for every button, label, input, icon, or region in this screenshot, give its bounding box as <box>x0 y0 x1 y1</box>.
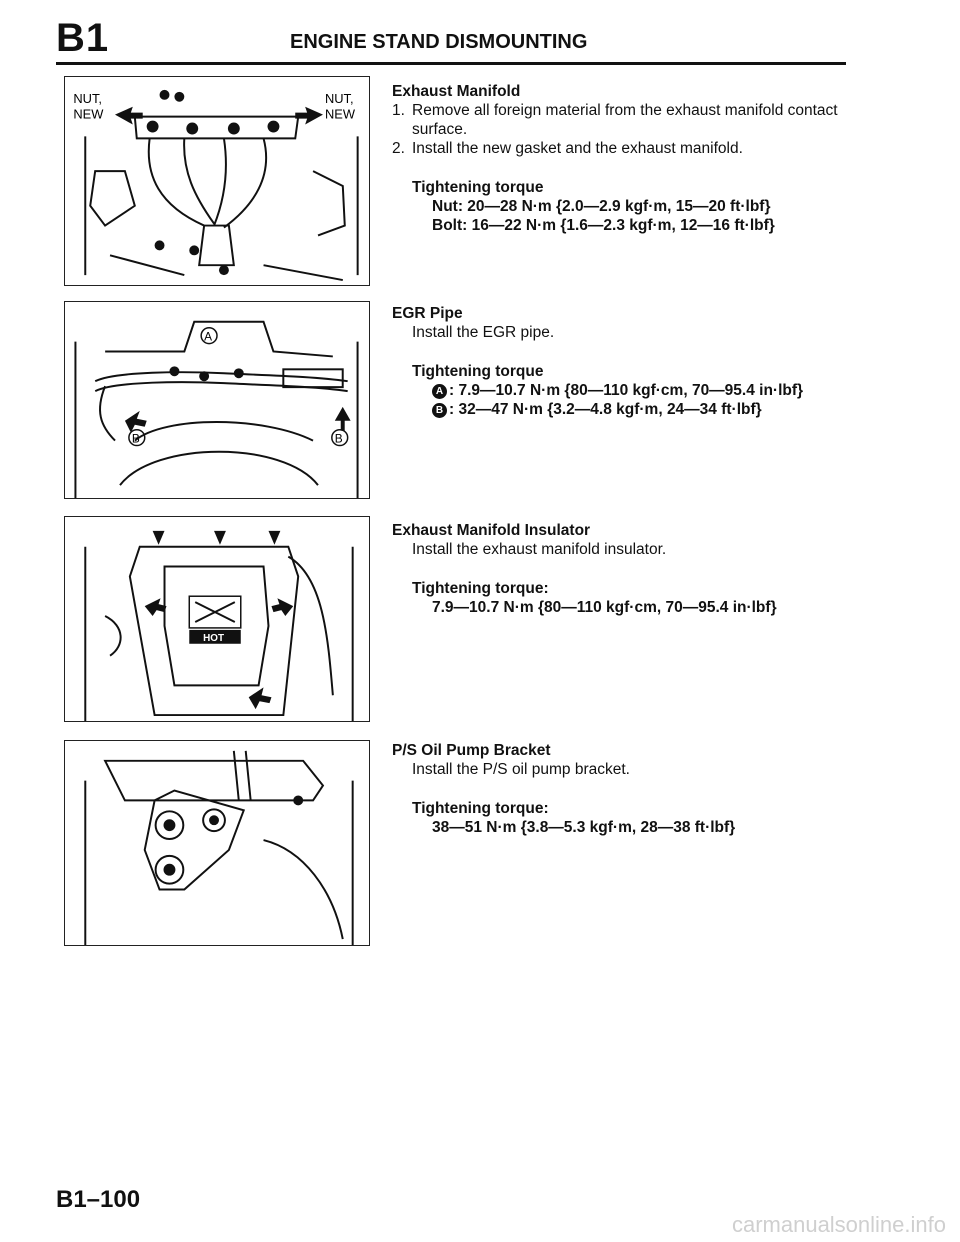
torque-spec: Bolt: 16—22 N·m {1.6—2.3 kgf·m, 12—16 ft… <box>432 217 775 234</box>
ps-oil-pump-bracket-illustration <box>84 750 354 945</box>
instruction-text: Install the P/S oil pump bracket. <box>412 761 630 778</box>
callout-b-badge: B <box>432 403 447 418</box>
callout-b-label-right: B <box>335 432 343 446</box>
torque-spec: 38—51 N·m {3.8—5.3 kgf·m, 28—38 ft·lbf} <box>432 819 736 836</box>
torque-spec: Nut: 20—28 N·m {2.0—2.9 kgf·m, 15—20 ft·… <box>432 198 771 215</box>
ps-oil-pump-bracket-section: P/S Oil Pump Bracket Install the P/S oil… <box>392 741 852 837</box>
callout-b-circle-left <box>128 428 146 447</box>
callout-a-circle <box>200 326 218 345</box>
callout-b-circle-right <box>331 428 349 447</box>
torque-spec-text: : 7.9—10.7 N·m {80—110 kgf·cm, 70—95.4 i… <box>449 382 804 399</box>
new-label-right: NEW <box>325 107 356 122</box>
section-heading: P/S Oil Pump Bracket <box>392 742 551 759</box>
exhaust-manifold-illustration: NUT, NEW NUT, NEW <box>73 89 359 282</box>
step-number: 2. <box>392 140 405 157</box>
header-rule <box>56 62 846 65</box>
nut-label-right: NUT, <box>325 91 354 106</box>
torque-label: Tightening torque <box>412 179 544 196</box>
page-title: ENGINE STAND DISMOUNTING <box>290 31 588 53</box>
ps-oil-pump-bracket-figure <box>64 740 370 946</box>
step-item: 1. Remove all foreign material from the … <box>392 101 852 139</box>
exhaust-manifold-section: Exhaust Manifold 1. Remove all foreign m… <box>392 82 852 235</box>
egr-pipe-illustration: A B B <box>74 320 359 498</box>
torque-spec: A: 7.9—10.7 N·m {80—110 kgf·cm, 70—95.4 … <box>392 381 852 400</box>
section-heading: Exhaust Manifold <box>392 83 521 100</box>
watermark: carmanualsonline.info <box>731 1212 946 1237</box>
torque-label: Tightening torque: <box>412 580 549 597</box>
exhaust-manifold-insulator-illustration: HOT <box>84 530 354 721</box>
exhaust-manifold-insulator-figure: HOT <box>64 516 370 722</box>
callout-a-badge: A <box>432 384 447 399</box>
egr-pipe-section: EGR Pipe Install the EGR pipe. Tightenin… <box>392 304 852 419</box>
hot-label: HOT <box>203 633 224 644</box>
callout-b-label-left: B <box>132 432 140 446</box>
new-label-left: NEW <box>73 107 104 122</box>
step-list: 1. Remove all foreign material from the … <box>392 101 852 158</box>
section-heading: Exhaust Manifold Insulator <box>392 522 591 539</box>
instruction-text: Install the EGR pipe. <box>412 324 555 341</box>
exhaust-manifold-figure: NUT, NEW NUT, NEW <box>64 76 370 286</box>
torque-label: Tightening torque <box>412 363 544 380</box>
egr-pipe-figure: A B B <box>64 301 370 499</box>
torque-spec-text: : 32—47 N·m {3.2—4.8 kgf·m, 24—34 ft·lbf… <box>449 401 762 418</box>
nut-label-left: NUT, <box>73 91 102 106</box>
instruction-text: Install the exhaust manifold insulator. <box>412 541 667 558</box>
section-heading: EGR Pipe <box>392 305 463 322</box>
step-text: Remove all foreign material from the exh… <box>412 102 838 138</box>
section-code: B1 <box>56 16 110 60</box>
step-number: 1. <box>392 102 405 119</box>
torque-label: Tightening torque: <box>412 800 549 817</box>
exhaust-manifold-insulator-section: Exhaust Manifold Insulator Install the e… <box>392 521 852 617</box>
torque-spec: B: 32—47 N·m {3.2—4.8 kgf·m, 24—34 ft·lb… <box>392 400 852 419</box>
callout-a-label: A <box>204 330 212 344</box>
page-number: B1–100 <box>56 1186 141 1213</box>
torque-spec: 7.9—10.7 N·m {80—110 kgf·cm, 70—95.4 in·… <box>432 599 777 616</box>
step-item: 2. Install the new gasket and the exhaus… <box>392 139 852 158</box>
step-text: Install the new gasket and the exhaust m… <box>412 140 743 157</box>
